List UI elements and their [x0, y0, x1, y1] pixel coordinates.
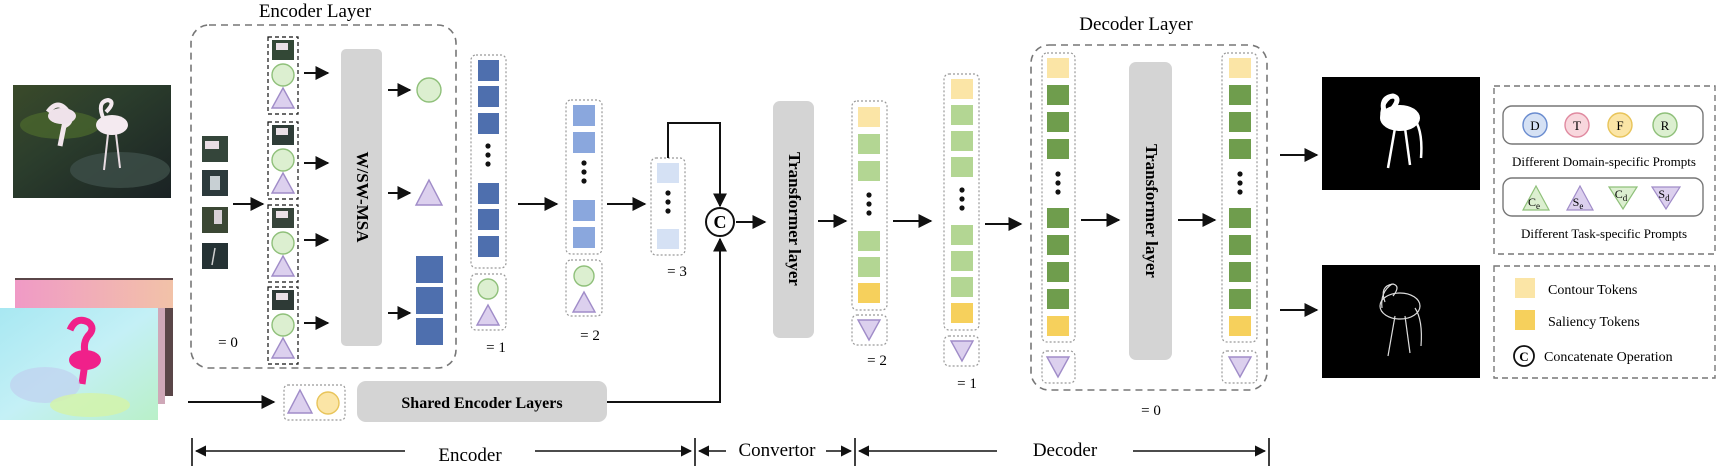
- contour-token-swatch: [1515, 278, 1535, 298]
- input-modality-stack: [0, 278, 173, 420]
- contour-output-map: [1322, 265, 1480, 378]
- svg-text:Sd: Sd: [1658, 187, 1670, 203]
- shared-encoder-layers-label: Shared Encoder Layers: [401, 395, 562, 412]
- svg-text:F: F: [1616, 118, 1623, 133]
- patch-thumbnails: [202, 136, 228, 269]
- decoder-layer-title: Decoder Layer: [1079, 14, 1193, 35]
- token-group-2: [267, 121, 299, 200]
- svg-text:Ce: Ce: [1528, 195, 1540, 211]
- domain-prompts-caption: Different Domain-specific Prompts: [1512, 154, 1696, 169]
- task-prompt-sd: [1650, 186, 1682, 211]
- encoder-token-groups: [267, 36, 299, 365]
- domain-prompt-f: [1607, 112, 1633, 138]
- concat-operation: C: [705, 207, 735, 237]
- domain-prompt-t: [1564, 112, 1590, 138]
- stage1-counter: = 1: [486, 340, 506, 356]
- decoder-layer-box: [1030, 44, 1268, 391]
- convertor-stage1-tokens: [851, 100, 888, 346]
- task-prompts-row: [1502, 177, 1704, 217]
- stage1-tokens: [470, 54, 507, 331]
- task-prompt-se: [1565, 184, 1595, 211]
- stage-axis: Encoder Convertor Decoder: [191, 438, 1270, 466]
- saliency-token-label: Saliency Tokens: [1548, 315, 1640, 330]
- task-prompts-caption: Different Task-specific Prompts: [1521, 226, 1687, 241]
- stage3-tokens: [650, 157, 686, 256]
- convertor-stage2-counter: = 1: [957, 376, 977, 392]
- prompt-legend-box: [1493, 85, 1716, 255]
- shared-prompts: [283, 384, 346, 421]
- stage2-tokens: [565, 99, 603, 317]
- decoder-transformer-block: [1129, 62, 1172, 360]
- convertor-stage1-counter: = 2: [867, 353, 887, 369]
- svg-text:D: D: [1530, 118, 1539, 133]
- decoder-transformer-label: Transformer layer: [1142, 144, 1161, 278]
- domain-prompt-d: [1522, 112, 1548, 138]
- saliency-output-map: [1322, 77, 1480, 190]
- svg-text:R: R: [1661, 118, 1670, 133]
- token-legend-box: [1493, 265, 1716, 379]
- encoder-layer-counter: = 0: [218, 335, 238, 351]
- stage3-counter: = 3: [667, 264, 687, 280]
- encoder-output-task-prompt: [414, 178, 444, 206]
- svg-text:Cd: Cd: [1615, 187, 1628, 203]
- token-group-1: [267, 36, 299, 115]
- stage2-counter: = 2: [580, 328, 600, 344]
- encoder-axis-label: Encoder: [438, 445, 502, 466]
- convertor-transformer-label: Transformer layer: [785, 152, 804, 286]
- decoder-input-tokens: [1041, 52, 1076, 384]
- encoder-layer-title: Encoder Layer: [259, 1, 372, 22]
- convertor-axis-label: Convertor: [738, 440, 816, 461]
- decoder-output-tokens: [1221, 52, 1258, 384]
- decoder-axis-label: Decoder: [1033, 440, 1098, 461]
- saliency-token-swatch: [1515, 310, 1535, 330]
- domain-prompts-row: [1502, 105, 1704, 145]
- input-rgb-image: [13, 85, 171, 198]
- token-group-4: [267, 286, 299, 365]
- wsw-msa-block: [341, 49, 382, 346]
- concat-legend-label: Concatenate Operation: [1544, 350, 1673, 365]
- convertor-stage2-tokens: [943, 73, 980, 367]
- task-prompt-cd: [1607, 186, 1639, 211]
- domain-prompt-r: [1652, 112, 1678, 138]
- contour-token-label: Contour Tokens: [1548, 283, 1637, 298]
- decoder-counter: = 0: [1141, 403, 1161, 419]
- svg-text:C: C: [714, 212, 727, 232]
- concat-legend-icon: [1513, 345, 1535, 367]
- svg-text:T: T: [1573, 118, 1581, 133]
- shared-encoder-layers-block: [357, 381, 607, 422]
- wsw-msa-label: W/SW-MSA: [353, 152, 372, 244]
- svg-text:C: C: [1519, 349, 1528, 364]
- encoder-layer-box: [190, 24, 457, 369]
- convertor-transformer-block: [773, 101, 814, 338]
- encoder-output-domain-prompt: [416, 77, 442, 103]
- encoder-output-patch-tokens: [416, 256, 443, 345]
- task-prompt-ce: [1521, 184, 1551, 211]
- svg-text:Se: Se: [1573, 195, 1584, 211]
- token-group-3: [267, 204, 299, 283]
